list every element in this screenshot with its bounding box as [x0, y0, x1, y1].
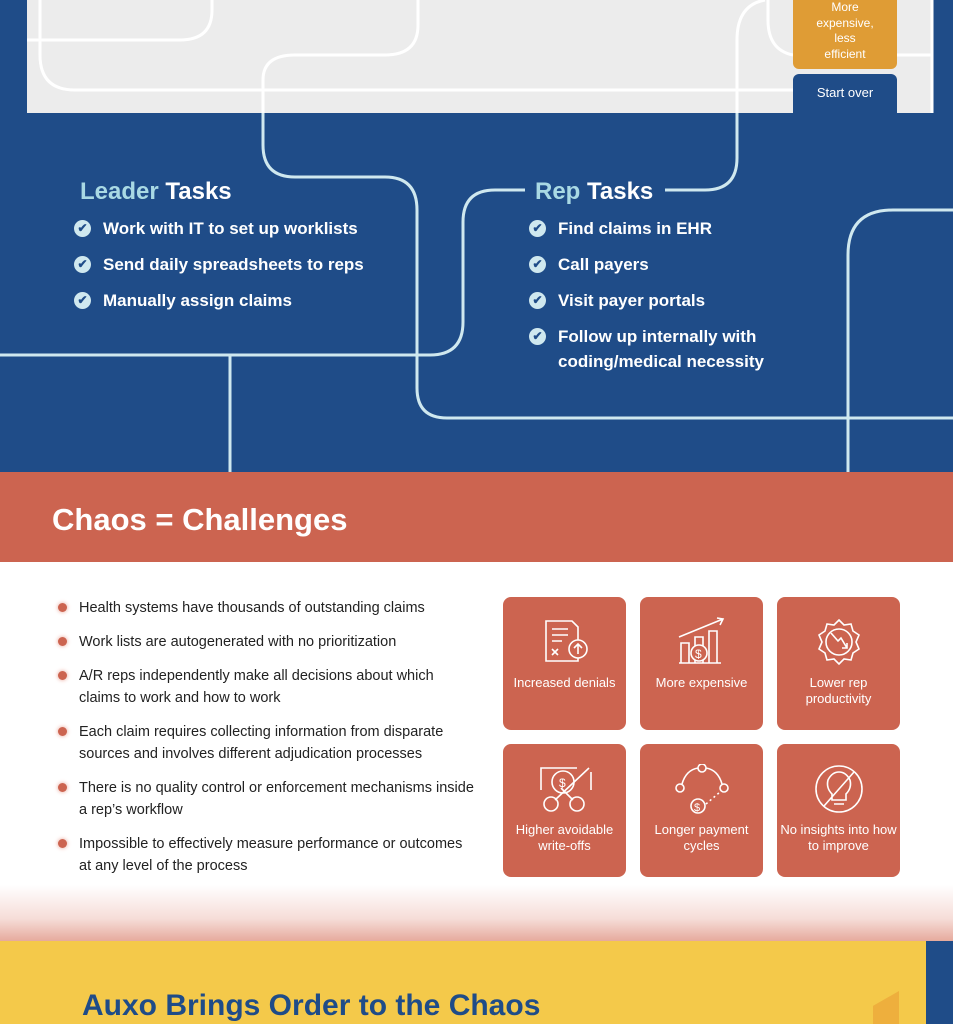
svg-text:$: $: [559, 776, 566, 790]
item-text: Work lists are autogenerated with no pri…: [79, 634, 397, 650]
title-rest: Tasks: [158, 178, 232, 205]
item-text: Call payers: [558, 255, 649, 274]
outcome-text: More: [831, 0, 859, 14]
no-lightbulb-icon: [814, 765, 863, 813]
challenges-title: Chaos = Challenges: [52, 502, 348, 537]
list-item: A/R reps independently make all decision…: [58, 665, 478, 709]
bullet-icon: [58, 603, 67, 612]
item-text: Work with IT to set up worklists: [103, 219, 358, 238]
card-label: Increased denials: [513, 675, 616, 690]
item-text: Visit payer portals: [558, 291, 706, 310]
item-text: Each claim requires collecting informati…: [79, 724, 444, 762]
list-item: Each claim requires collecting informati…: [58, 721, 478, 765]
order-section: Auxo Brings Order to the Chaos: [0, 941, 926, 1024]
check-icon: ✔: [74, 220, 91, 237]
list-item: ✔ Manually assign claims: [74, 288, 364, 313]
challenge-cards: Increased denials $ More expensive Lower…: [503, 597, 900, 877]
list-item: Health systems have thousands of outstan…: [58, 597, 478, 619]
card-label: Lower rep productivity: [805, 675, 872, 706]
payment-cycle-icon: $: [674, 764, 729, 814]
check-icon: ✔: [74, 256, 91, 273]
list-item: ✔ Follow up internally with coding/medica…: [529, 324, 799, 374]
title-highlight: Leader: [80, 178, 159, 205]
item-text: Send daily spreadsheets to reps: [103, 255, 364, 274]
item-text: A/R reps independently make all decision…: [79, 668, 434, 706]
decorative-shape: [873, 991, 899, 1024]
section-divider: [0, 885, 953, 941]
order-title: Auxo Brings Order to the Chaos: [82, 989, 541, 1022]
list-item: Impossible to effectively measure perfor…: [58, 833, 478, 877]
challenge-card: No insights into how to improve: [777, 744, 900, 877]
check-icon: ✔: [529, 292, 546, 309]
flow-lines: [0, 0, 953, 472]
item-text: Find claims in EHR: [558, 219, 712, 238]
scissors-money-icon: $: [539, 767, 592, 812]
rep-tasks-title: Rep Tasks: [529, 178, 660, 206]
outcome-text: less: [834, 31, 856, 45]
svg-text:$: $: [695, 647, 702, 661]
list-item: ✔ Work with IT to set up worklists: [74, 216, 364, 241]
bullet-icon: [58, 727, 67, 736]
item-text: Manually assign claims: [103, 291, 292, 310]
list-item: There is no quality control or enforceme…: [58, 777, 478, 821]
workflow-panel: [27, 0, 932, 113]
svg-text:$: $: [694, 802, 700, 814]
challenge-card: $ Higher avoidable write-offs: [503, 744, 626, 877]
outcome-text: efficient: [824, 46, 866, 61]
card-label: Higher avoidable write-offs: [515, 822, 614, 853]
title-highlight: Rep: [535, 178, 581, 205]
card-label: Longer payment cycles: [654, 822, 749, 853]
check-icon: ✔: [74, 292, 91, 309]
gear-decline-icon: [817, 618, 860, 666]
outcome-text: expensive,: [816, 15, 874, 30]
check-icon: ✔: [529, 220, 546, 237]
card-label: No insights into how to improve: [780, 822, 897, 853]
item-text: Health systems have thousands of outstan…: [79, 600, 425, 616]
decorative-strip: [926, 941, 953, 1024]
title-rest: Tasks: [580, 178, 654, 205]
challenge-card: $ More expensive: [640, 597, 763, 730]
leader-tasks: Leader Tasks ✔ Work with IT to set up wor…: [74, 178, 364, 324]
rising-cost-chart-icon: $: [678, 617, 724, 664]
item-text: Follow up internally with coding/medical…: [558, 327, 764, 371]
rep-tasks: Rep Tasks ✔ Find claims in EHR ✔ Call paye…: [529, 178, 799, 385]
list-item: Work lists are autogenerated with no pri…: [58, 631, 478, 653]
bullet-icon: [58, 839, 67, 848]
leader-tasks-title: Leader Tasks: [74, 178, 238, 206]
challenges-header: Chaos = Challenges: [0, 472, 953, 562]
bullet-icon: [58, 637, 67, 646]
card-label: More expensive: [655, 675, 748, 690]
list-item: ✔ Visit payer portals: [529, 288, 799, 313]
list-item: ✔ Find claims in EHR: [529, 216, 799, 241]
bullet-icon: [58, 671, 67, 680]
check-icon: ✔: [529, 256, 546, 273]
check-icon: ✔: [529, 328, 546, 345]
challenge-card: Increased denials: [503, 597, 626, 730]
list-item: ✔ Call payers: [529, 252, 799, 277]
item-text: There is no quality control or enforceme…: [79, 780, 474, 818]
start-over-button[interactable]: Start over: [793, 74, 897, 114]
challenge-card: $ Longer payment cycles: [640, 744, 763, 877]
item-text: Impossible to effectively measure perfor…: [79, 836, 463, 874]
denied-document-icon: [544, 620, 588, 662]
challenges-list: Health systems have thousands of outstan…: [58, 597, 478, 889]
list-item: ✔ Send daily spreadsheets to reps: [74, 252, 364, 277]
outcome-box: More expensive, less efficient: [793, 0, 897, 69]
challenge-card: Lower rep productivity: [777, 597, 900, 730]
bullet-icon: [58, 783, 67, 792]
